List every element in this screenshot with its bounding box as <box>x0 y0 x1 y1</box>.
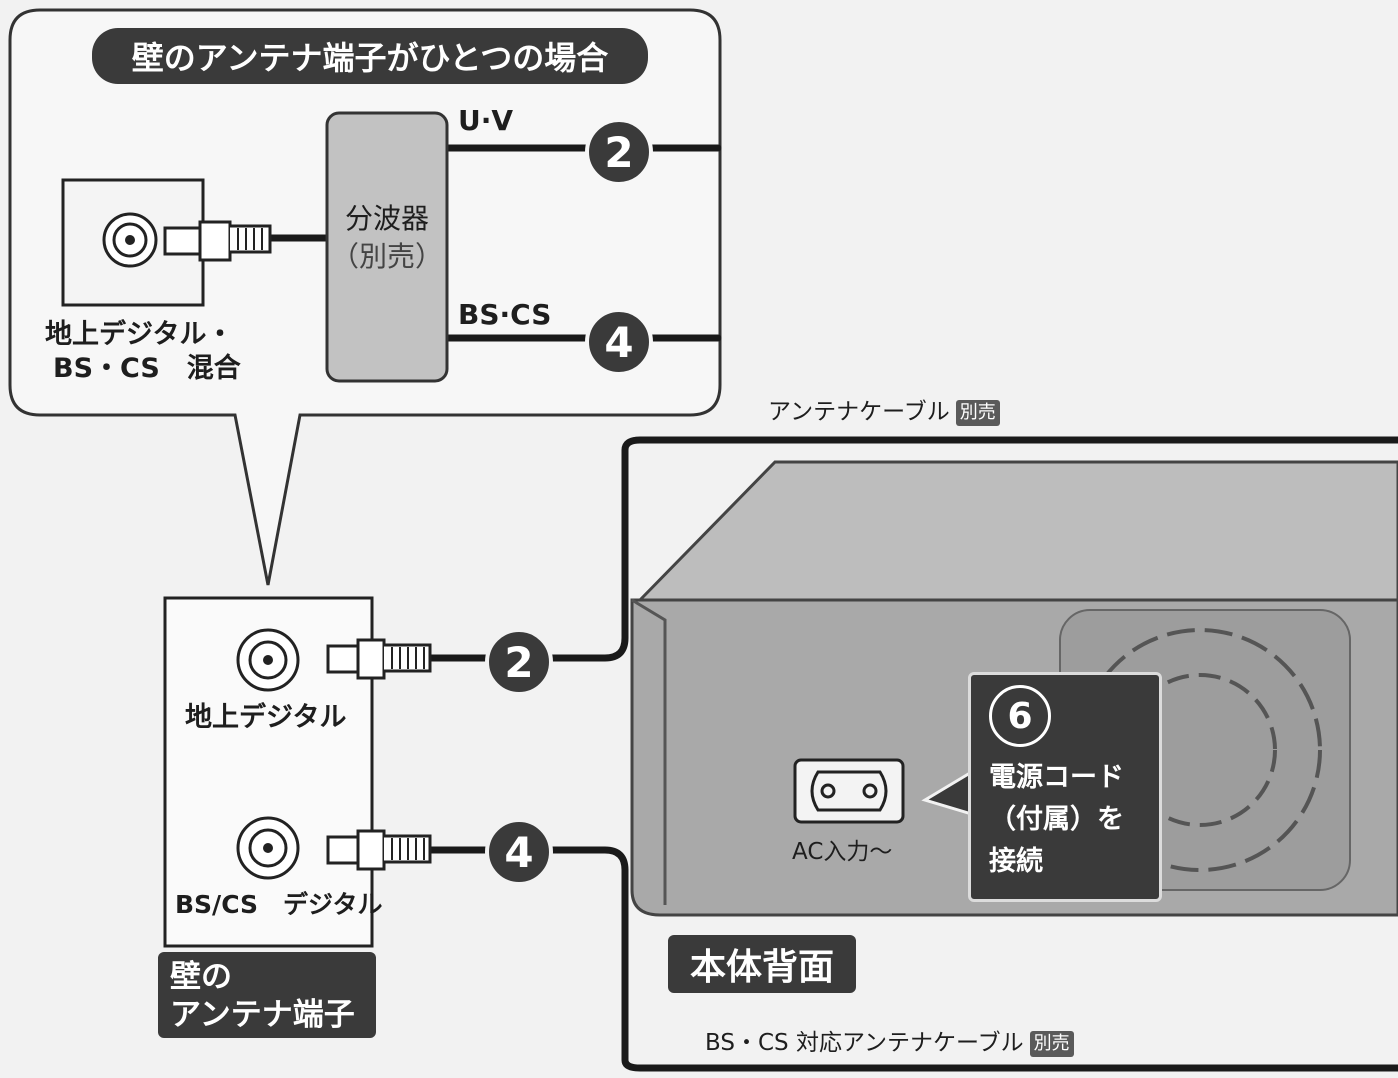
wall-mixed-line2: BS・CS 混合 <box>53 353 241 384</box>
wall-terminal-line1: 壁の <box>170 959 232 995</box>
callout-number-4: 4 <box>585 308 653 376</box>
cable-number-2: 2 <box>485 628 553 696</box>
sold-separately-tag-2: 別売 <box>1029 1030 1074 1057</box>
wall-terrestrial-label: 地上デジタル <box>185 702 347 733</box>
bscs-cable <box>426 846 1398 1072</box>
bscs-cable-label: BS・CS 対応アンテナケーブル別売 <box>705 1023 1074 1057</box>
ac-input-label: AC入力〜 <box>792 839 893 865</box>
splitter-name: 分波器 <box>344 202 429 235</box>
back-panel-label: 本体背面 <box>668 935 856 993</box>
step-6-badge: 6 <box>989 685 1051 747</box>
bscs-cable-text: BS・CS 対応アンテナケーブル <box>705 1030 1024 1056</box>
antenna-cable <box>426 436 1398 662</box>
connector-plug-top <box>326 638 432 680</box>
splitter-note: （別売） <box>330 240 443 273</box>
power-step-line3: 接続 <box>989 846 1043 877</box>
callout-number-2: 2 <box>585 118 653 186</box>
power-step-line2: （付属）を <box>989 804 1124 835</box>
ac-inlet-icon <box>793 758 905 824</box>
bscs-label: BS·CS <box>458 298 552 331</box>
splitter-label: 分波器 （別売） <box>327 200 447 276</box>
antenna-cable-label: アンテナケーブル別売 <box>768 392 1000 426</box>
callout-title: 壁のアンテナ端子がひとつの場合 <box>92 28 648 84</box>
antenna-cable-text: アンテナケーブル <box>768 399 950 425</box>
connector-plug-bottom <box>326 829 432 871</box>
power-step-box: 6 電源コード （付属）を 接続 <box>968 672 1162 902</box>
wall-terminal-line2: アンテナ端子 <box>170 997 355 1033</box>
wall-bscs-label: BS/CS デジタル <box>175 890 383 919</box>
wall-mixed-line1: 地上デジタル・ <box>45 319 234 350</box>
wall-terminal-label: 壁の アンテナ端子 <box>158 952 376 1038</box>
wall-socket-mixed <box>61 178 272 307</box>
power-step-line1: 電源コード <box>989 762 1124 793</box>
sold-separately-tag: 別売 <box>955 399 1000 426</box>
wall-mixed-label: 地上デジタル・ BS・CS 混合 <box>45 318 241 386</box>
uv-label: U·V <box>458 104 514 137</box>
splitter-box <box>325 111 449 383</box>
cable-number-4: 4 <box>485 818 553 886</box>
